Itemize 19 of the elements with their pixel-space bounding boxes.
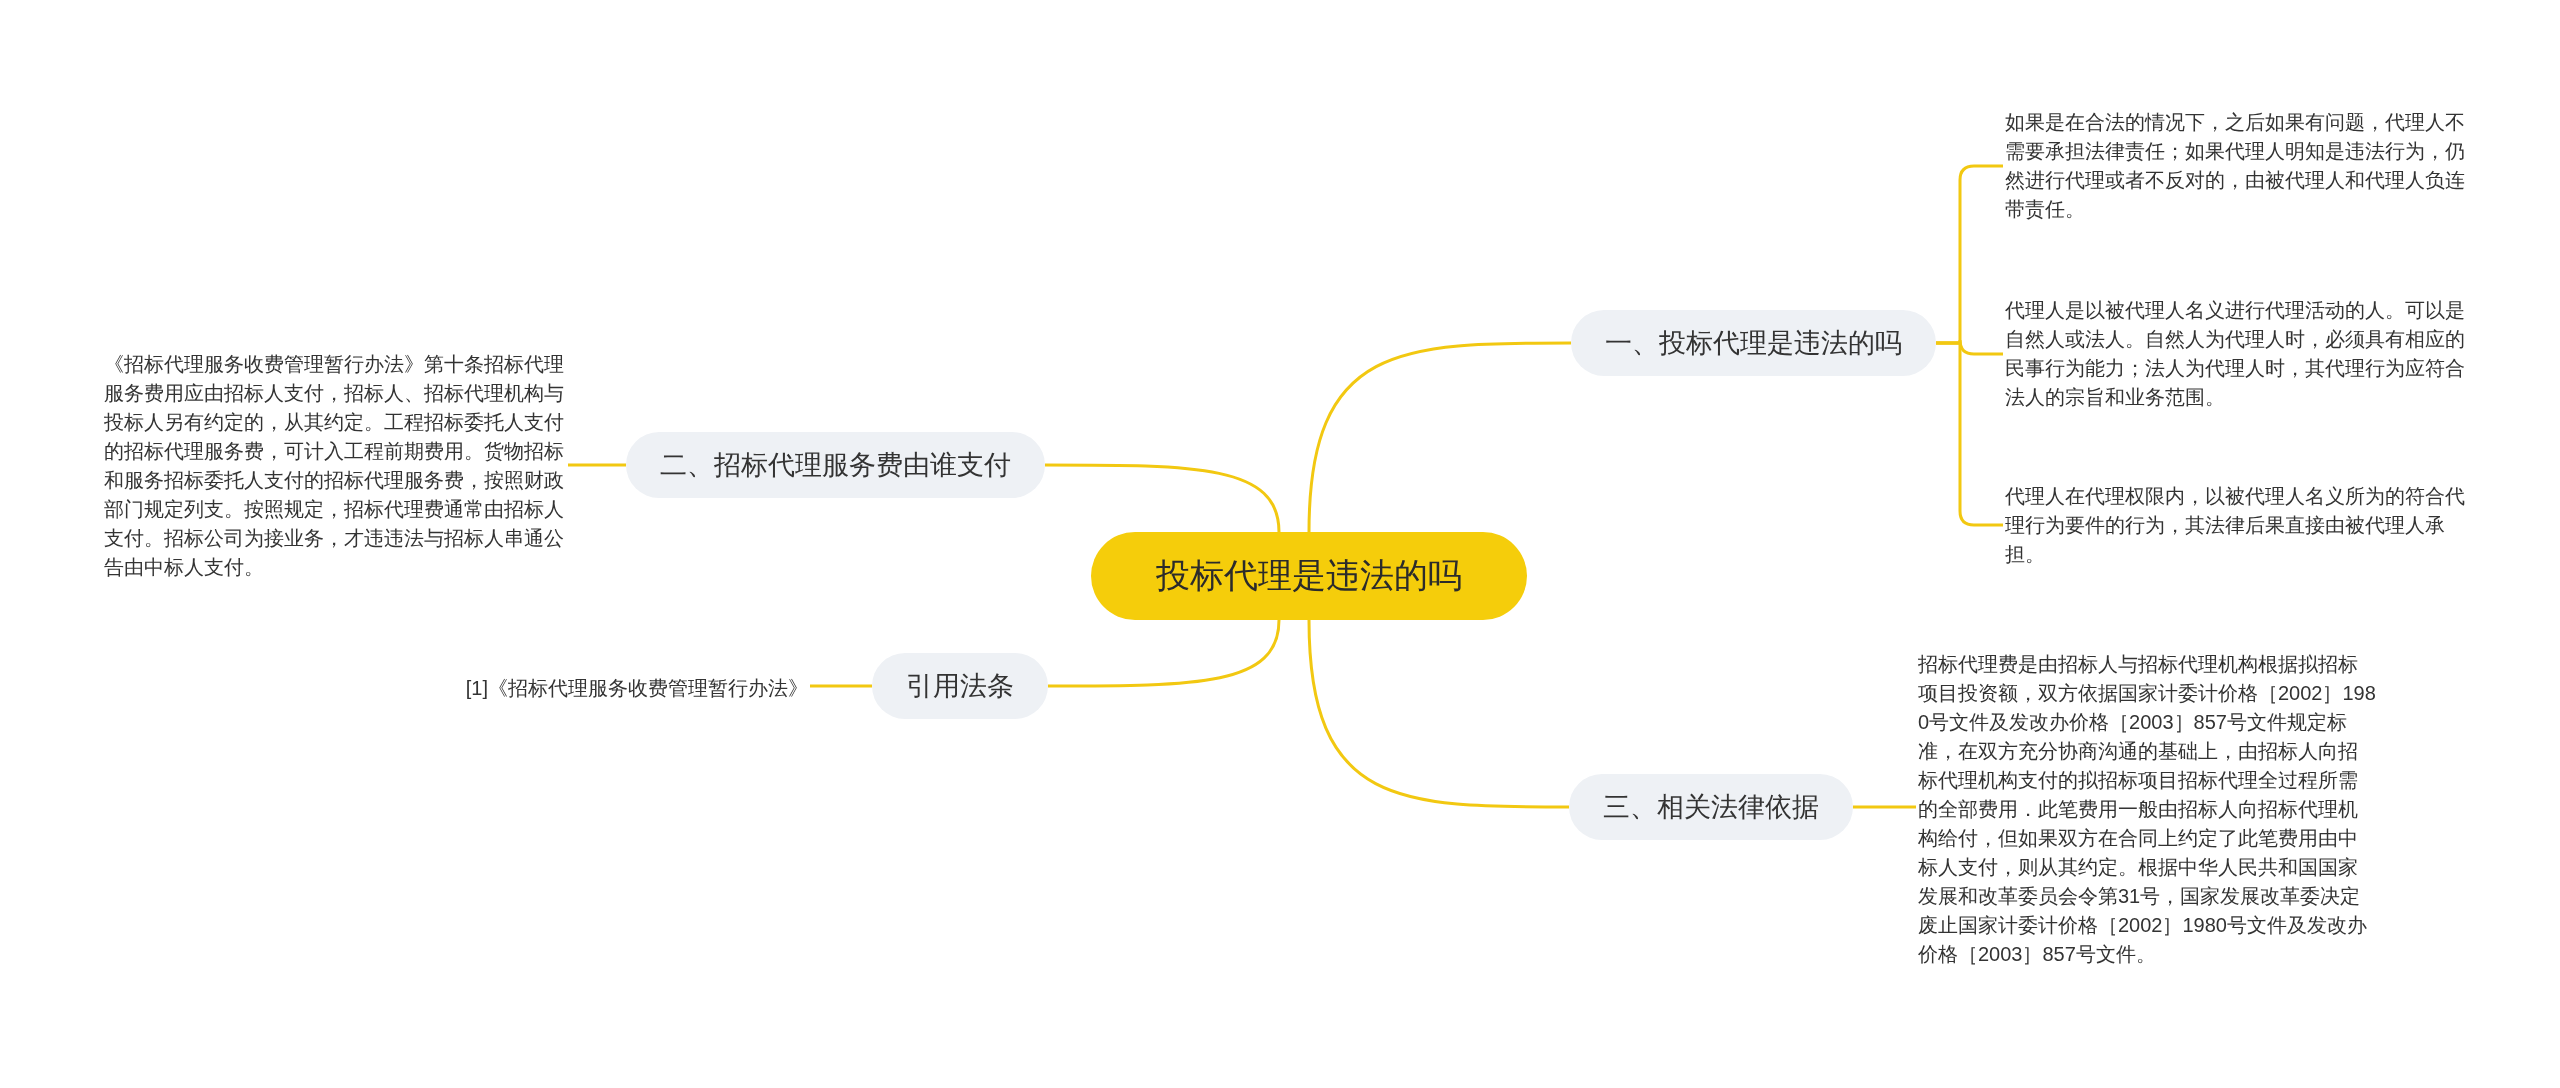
topic-pill: 二、招标代理服务费由谁支付 [626, 432, 1045, 498]
central-topic: 投标代理是违法的吗 [1091, 532, 1527, 620]
connector-line [1045, 463, 1281, 533]
topic-pill: 一、投标代理是违法的吗 [1571, 310, 1936, 376]
note-text: 如果是在合法的情况下，之后如果有问题，代理人不需要承担法律责任；如果代理人明知是违法行为，仍然进行代理或者不反对的，由被代理人和代理人负连带责任。 [2005, 108, 2467, 224]
note-text: [1]《招标代理服务收费管理暂行办法》 [465, 673, 808, 703]
topic-pill: 引用法条 [872, 653, 1048, 719]
connector-line [1853, 805, 1916, 809]
note-text: 代理人在代理权限内，以被代理人名义所为的符合代理行为要件的行为，其法律后果直接由被代理人承担。 [2005, 481, 2467, 569]
connector-line [810, 684, 872, 688]
topic-pill: 三、相关法律依据 [1569, 774, 1853, 840]
note-text: 招标代理费是由招标人与招标代理机构根据拟招标项目投资额，双方依据国家计委计价格［2002］1980号文件及发改办价格［2003］857号文件规定标准，在双方充分协商沟通的基础上，由招标人向招标代理机构支付的拟招标项目招标代理全过程所需的全部费用．此笔费用一般由招标人向招标代理机构给付，但如果双方在合同上约定了此笔费用由中标人支付，则从其约定。根据中华人民共和国国家发展和改革委员会令第31号，国家发展改革委决定废止国家计委计价格［2002］1980号文件及发改办价格［2003］857号文件。 [1918, 649, 2376, 969]
connector-line [568, 463, 626, 467]
connector-line [1936, 341, 2003, 527]
note-text: 《招标代理服务收费管理暂行办法》第十条招标代理服务费用应由招标人支付，招标人、招标代理机构与投标人另有约定的，从其约定。工程招标委托人支付的招标代理服务费，可计入工程前期费用。货物招标和服务招标委托人支付的招标代理服务费，按照财政部门规定列支。按照规定，招标代理费通常由招标人支付。招标公司为接业务，才违违法与招标人串通公告由中标人支付。 [104, 350, 566, 582]
note-text: 代理人是以被代理人名义进行代理活动的人。可以是自然人或法人。自然人为代理人时，必须具有相应的民事行为能力；法人为代理人时，其代理行为应符合法人的宗旨和业务范围。 [2005, 296, 2467, 412]
connector-line [1048, 619, 1281, 688]
connector-line [1307, 341, 1571, 533]
connector-line [1307, 619, 1569, 809]
